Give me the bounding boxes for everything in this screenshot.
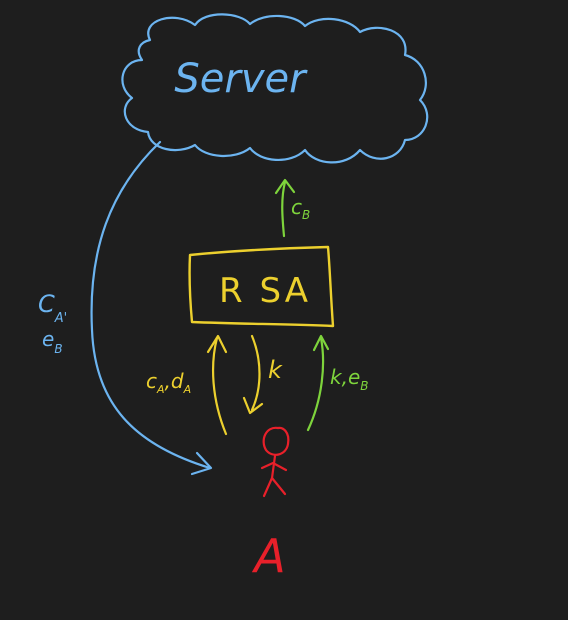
person-node: A (251, 426, 290, 583)
arrow-ca-da-line (212, 336, 228, 436)
server-cloud-shape (121, 13, 429, 164)
edge-person-to-rsa-green: k,eB (306, 334, 369, 432)
arrow-k-head (242, 396, 264, 415)
rsa-node: R SA (188, 245, 335, 328)
person-head (262, 426, 290, 456)
ca-da-label: cA,dA (146, 369, 191, 396)
person-body (270, 454, 277, 480)
arrow-server-to-person-line (90, 140, 212, 470)
arrow-rsa-to-server-head (274, 178, 296, 195)
arrow-k-line (250, 334, 261, 412)
k-eb-label: k,eB (330, 365, 369, 393)
person-legs (262, 476, 287, 498)
rsa-box-shape (188, 245, 335, 328)
k-label: k (268, 356, 283, 384)
arrow-ca-da-head (206, 334, 228, 354)
ca-label: CA' (38, 290, 67, 326)
arrow-k-eb-head (312, 334, 330, 352)
edge-server-to-person: CA' eB (38, 140, 213, 476)
server-node: Server (121, 13, 429, 164)
arrow-rsa-to-server-line (281, 180, 287, 238)
arrow-server-to-person-head (190, 451, 213, 476)
edge-rsa-to-server: cB (274, 178, 310, 238)
person-arms (260, 461, 288, 472)
eb-label: eB (42, 327, 63, 356)
edge-rsa-to-person: k (242, 334, 283, 415)
server-label: Server (174, 56, 308, 102)
arrow-k-eb-line (306, 336, 325, 432)
cb-label: cB (291, 195, 310, 222)
rsa-label: R SA (219, 271, 311, 311)
person-label: A (251, 529, 285, 583)
edge-person-to-rsa-yellow: cA,dA (146, 334, 228, 436)
